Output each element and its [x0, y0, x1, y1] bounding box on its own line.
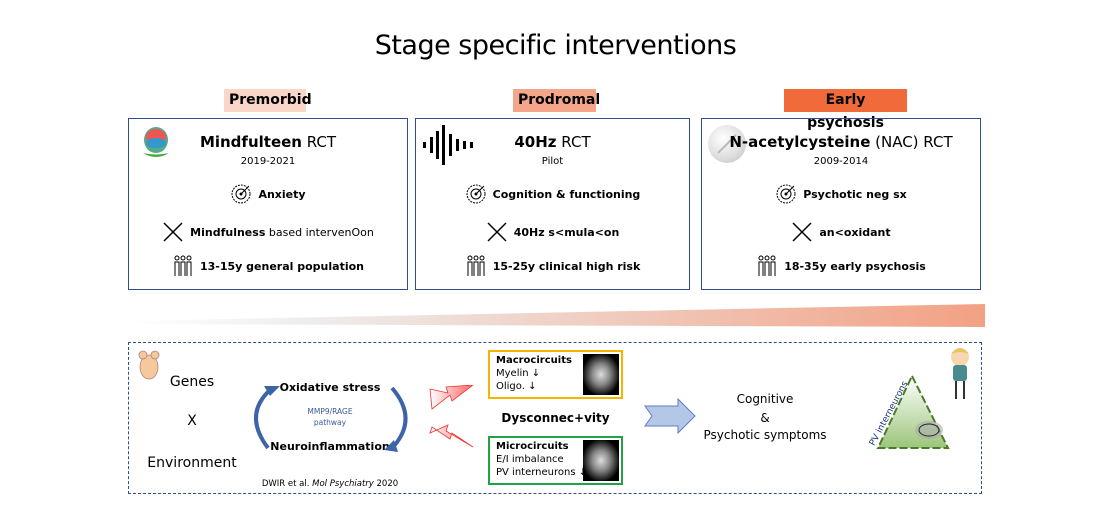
pv-interneurons-text: PV interneurons ↓ [496, 467, 588, 478]
citation-year: 2020 [373, 479, 399, 489]
outcome-cognitive: Cognitive [736, 392, 794, 406]
target-icon [231, 184, 251, 204]
macrocircuits-box: Macrocircuits Myelin ↓ Oligo. ↓ [488, 350, 623, 399]
people-icon [467, 255, 485, 276]
intervention-text: an<oxidant [819, 225, 891, 239]
stage-label-prodromal: Prodromal [513, 89, 600, 112]
title-normal: Stage specific [374, 30, 565, 61]
intervention-text: 40Hz s<mula<on [513, 225, 620, 239]
population-row: 13-15y general population [129, 255, 407, 277]
x-label: X [187, 413, 197, 429]
card-prodromal: 40Hz RCT Pilot Cognition & functioning 4… [415, 118, 690, 290]
citation: DWIR et al. Mol Psychiatry 2020 [240, 479, 420, 489]
intervention-row: 40Hz s<mula<on [416, 221, 689, 243]
target-row: Anxiety [129, 183, 407, 205]
study-years: 2009-2014 [813, 156, 869, 167]
pill-icon [708, 125, 746, 163]
sound-wave-icon [423, 125, 473, 165]
mouse-icon [138, 350, 160, 380]
population-text: 15-25y clinical high risk [492, 259, 641, 273]
study-title: Mindfulteen RCT [129, 133, 407, 151]
study-name: 40Hz [514, 133, 557, 151]
ei-imbalance-text: E/I imbalance [496, 454, 564, 465]
dysconnectivity-label: Dysconnec+vity [501, 411, 610, 425]
slide-title: Stage specific interventions [0, 30, 1111, 61]
brain-scan-image [583, 354, 619, 395]
pathway-label-2: pathway [313, 418, 347, 427]
target-icon [466, 184, 486, 204]
card-early-psychosis: N-acetylcysteine (NAC) RCT 2009-2014 Psy… [701, 118, 981, 290]
boy-illustration [951, 348, 969, 399]
intervention-rest: based intervenOon [265, 225, 374, 239]
intervention-text: Mindfulness based intervenOon [190, 226, 374, 239]
study-title: N-acetylcysteine (NAC) RCT [702, 133, 980, 151]
citation-authors: DWIR et al. [261, 479, 313, 489]
target-text: Cognition & functioning [492, 187, 641, 201]
population-text: 18-35y early psychosis [784, 259, 926, 273]
environment-label: Environment [147, 455, 237, 471]
brain-scan-image [583, 440, 619, 481]
intervention-row: an<oxidant [702, 221, 980, 243]
study-type: RCT [556, 133, 591, 151]
outcome-psychotic: Psychotic symptoms [703, 428, 827, 442]
tools-icon [163, 222, 183, 242]
people-icon [174, 255, 192, 276]
myelin-text: Myelin ↓ [496, 368, 541, 379]
card-premorbid: Mindfulteen RCT 2019-2021 Anxiety Mindfu… [128, 118, 408, 290]
oxidative-stress-label: Oxidative stress [279, 381, 381, 394]
tools-icon [487, 222, 507, 242]
neuroinflammation-label: Neuroinflammation [270, 440, 390, 453]
title-bold: interventions [564, 30, 737, 61]
population-row: 15-25y clinical high risk [416, 255, 689, 277]
cycle-arrows-icon [254, 386, 408, 452]
study-name: Mindfulteen [199, 133, 302, 151]
pv-interneuron-triangle [876, 373, 950, 449]
oligo-text: Oligo. ↓ [496, 381, 537, 392]
intervention-row: Mindfulness based intervenOon [129, 221, 407, 243]
target-row: Psychotic neg sx [702, 183, 980, 205]
intervention-bold: Mindfulness [190, 225, 266, 239]
study-name: N-acetylcysteine [729, 133, 871, 151]
outcome-ampersand: & [760, 411, 770, 425]
study-title: 40Hz RCT [416, 133, 689, 151]
target-row: Cognition & functioning [416, 183, 689, 205]
population-text: 13-15y general population [199, 259, 364, 273]
mechanism-panel [128, 342, 982, 494]
study-subtitle: Pilot [541, 156, 564, 167]
stage-label-early-psychosis: Early psychosis [784, 89, 907, 131]
microcircuits-box: Microcircuits E/I imbalance PV interneur… [488, 436, 623, 485]
study-type: (NAC) RCT [870, 133, 953, 151]
lightning-bolt-icons [429, 385, 474, 448]
stage-label-premorbid: Premorbid [224, 89, 312, 112]
genes-label: Genes [169, 374, 215, 390]
target-icon [776, 184, 796, 204]
population-row: 18-35y early psychosis [702, 255, 980, 277]
people-icon [758, 255, 776, 276]
target-text: Anxiety [258, 187, 306, 201]
study-type: RCT [301, 133, 337, 151]
study-years: 2019-2021 [240, 156, 296, 167]
pathway-label-1: MMP9/RAGE [307, 407, 353, 416]
target-text: Psychotic neg sx [803, 187, 907, 201]
mindfulteen-logo [139, 125, 173, 163]
citation-journal: Mol Psychiatry [312, 479, 374, 489]
macrocircuits-title: Macrocircuits [496, 355, 572, 366]
microcircuits-title: Microcircuits [496, 441, 569, 452]
progression-wedge [128, 304, 985, 327]
tools-icon [792, 222, 812, 242]
right-arrow-icon [644, 398, 696, 434]
